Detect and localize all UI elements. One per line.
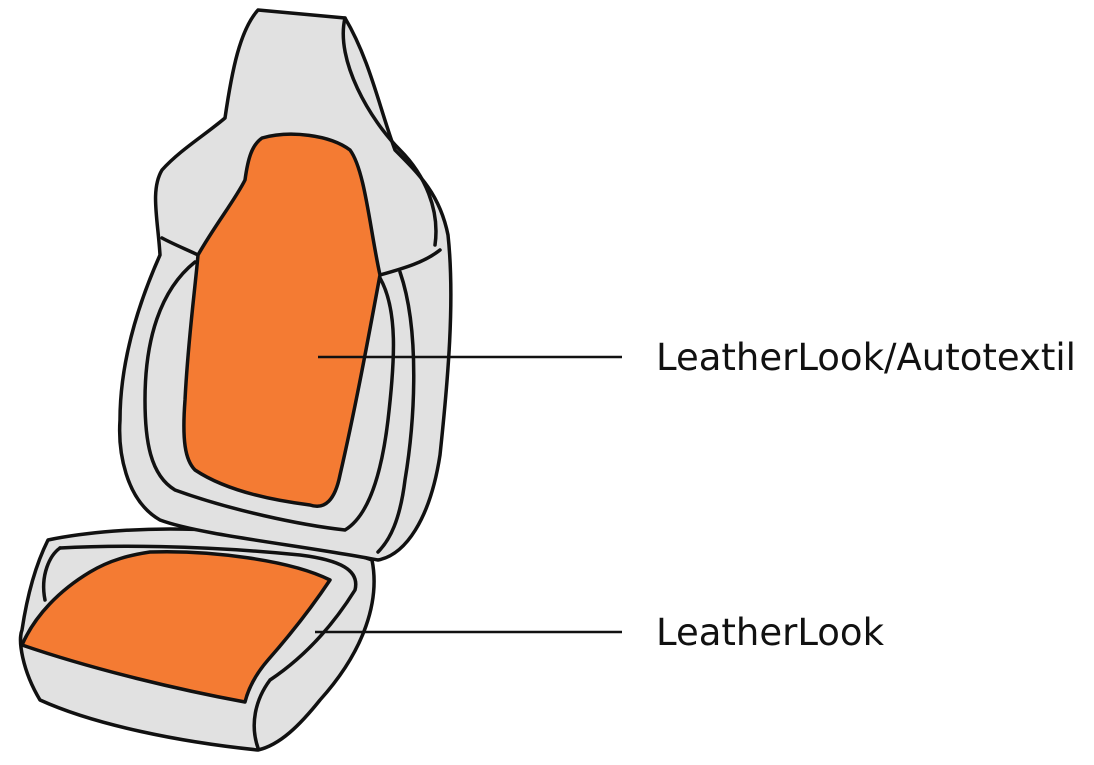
seat-cushion-insert-panel	[20, 550, 332, 704]
headrest-seam	[341, 16, 438, 247]
backrest-insert-panel	[182, 132, 382, 508]
backrest-inner-seam	[143, 260, 396, 532]
cushion-inner-seam	[58, 544, 358, 750]
cushion-front-seam	[42, 546, 62, 602]
backrest-right-bolster-seam	[378, 248, 442, 277]
backrest-outer-seam	[376, 270, 416, 554]
backrest-left-bolster-seam	[160, 236, 200, 257]
backrest-material-label: LeatherLook/Autotextil	[656, 336, 1076, 379]
seat-cushion-material-label: LeatherLook	[656, 611, 885, 654]
